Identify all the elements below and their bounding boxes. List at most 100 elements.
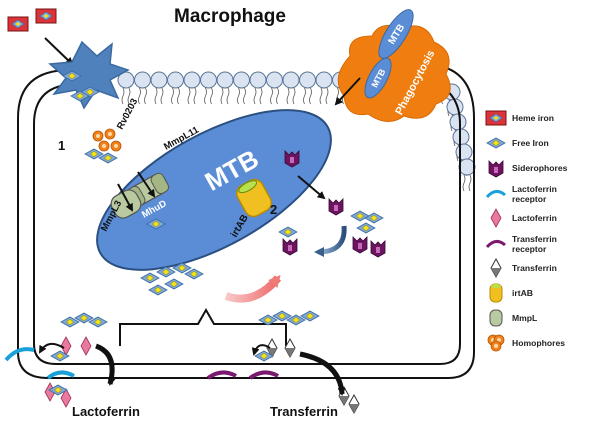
irtab-transporter bbox=[235, 178, 273, 218]
bracket bbox=[119, 307, 287, 346]
transferrin-caption: Transferrin bbox=[270, 404, 338, 419]
page-title: Macrophage bbox=[174, 6, 286, 27]
membrane-tail bbox=[121, 87, 125, 105]
free-iron-icon bbox=[172, 262, 192, 274]
free-iron-icon bbox=[486, 137, 506, 149]
membrane-bead bbox=[455, 143, 473, 161]
membrane-tail bbox=[309, 87, 312, 105]
membrane-bead bbox=[299, 71, 316, 89]
free-iron-icon bbox=[350, 210, 370, 222]
membrane-tail bbox=[171, 87, 174, 105]
legend-label: MmpL bbox=[512, 313, 537, 323]
free-iron-icon bbox=[146, 218, 166, 230]
siderophore-iron-cluster bbox=[350, 210, 386, 258]
membrane-tail bbox=[253, 87, 257, 105]
membrane-tail bbox=[303, 87, 306, 105]
free-iron-icon bbox=[356, 222, 376, 234]
legend-item: Free Iron bbox=[486, 137, 549, 149]
mmpl-import-arrow-1 bbox=[137, 171, 156, 198]
heme-entry-arrow bbox=[44, 37, 74, 66]
free-iron-icon bbox=[74, 312, 94, 324]
transferrin-icon bbox=[284, 337, 296, 359]
legend-item: irtAB bbox=[489, 283, 533, 303]
free-iron-icon bbox=[98, 152, 118, 164]
membrane-bead bbox=[266, 71, 283, 89]
membrane-bead bbox=[458, 158, 476, 176]
homophore-icon bbox=[110, 140, 122, 152]
membrane-tail bbox=[210, 87, 213, 105]
siderophore-icon bbox=[282, 238, 298, 256]
siderophore-iron-complex bbox=[278, 226, 298, 256]
mmpl-icon bbox=[489, 309, 503, 327]
free-iron-icon bbox=[300, 310, 320, 322]
free-iron-icon bbox=[88, 316, 108, 328]
homophore-icon bbox=[92, 130, 104, 142]
legend-label: irtAB bbox=[512, 288, 533, 298]
membrane-tail bbox=[237, 87, 240, 105]
transferrin-icon bbox=[490, 257, 502, 279]
free-iron-pool bbox=[140, 262, 204, 296]
legend-label: Homophores bbox=[512, 338, 565, 348]
transferrin-receptor-membrane bbox=[248, 370, 279, 380]
free-iron-icon bbox=[148, 284, 168, 296]
membrane-bead bbox=[249, 71, 267, 89]
mtb-bacillus-small-1: MTB bbox=[378, 9, 414, 59]
mtb-bacillus-small-2: MTB bbox=[364, 57, 392, 99]
free-iron-icon bbox=[48, 384, 68, 396]
lactoferrin-receptor-icon bbox=[485, 190, 506, 199]
membrane-bead bbox=[200, 71, 217, 89]
membrane-tail bbox=[187, 87, 191, 105]
step-2-label: 2 bbox=[270, 202, 277, 217]
heme-iron-icon bbox=[485, 110, 507, 126]
membrane-tail bbox=[127, 87, 131, 105]
membrane-tail bbox=[160, 87, 164, 105]
membrane-tail bbox=[319, 87, 323, 105]
free-iron-icon bbox=[184, 268, 204, 280]
free-iron-icon bbox=[258, 314, 278, 326]
iron-uptake-arrow bbox=[224, 274, 282, 303]
membrane-bead bbox=[150, 71, 168, 89]
lactoferrin-receptor-membrane bbox=[46, 370, 75, 380]
lactoferrin-receptor-membrane bbox=[4, 347, 35, 362]
homophore-star bbox=[48, 40, 130, 110]
lactoferrin-icon bbox=[60, 388, 72, 408]
legend-item: MmpL bbox=[489, 309, 537, 327]
free-iron-icon bbox=[254, 350, 274, 362]
membrane-tail bbox=[325, 87, 329, 105]
membrane-bead bbox=[282, 71, 300, 89]
transferrin-uptake-group bbox=[206, 337, 360, 415]
membrane-tail bbox=[144, 87, 147, 105]
membrane-tail bbox=[220, 87, 224, 105]
lactoferrin-caption: Lactoferrin bbox=[72, 404, 140, 419]
homophore-icon bbox=[98, 140, 110, 152]
siderophore-icon bbox=[352, 236, 368, 254]
legend-item: Transferrin bbox=[490, 257, 557, 279]
heme-complex-outside bbox=[7, 8, 74, 66]
legend-item: Lactoferrin bbox=[490, 208, 557, 228]
legend-item: Siderophores bbox=[488, 160, 568, 178]
siderophore-icon bbox=[328, 198, 344, 216]
membrane-tail bbox=[462, 174, 466, 192]
membrane-bead bbox=[134, 71, 151, 89]
mmpl-import-arrow-2 bbox=[117, 183, 133, 212]
transferrin-icon bbox=[348, 393, 360, 415]
siderophore-icon bbox=[488, 160, 504, 178]
free-iron-icon bbox=[164, 278, 184, 290]
lactoferrin-uptake-group bbox=[4, 336, 116, 408]
legend-label: Lactoferrin bbox=[512, 213, 557, 223]
membrane-tail bbox=[138, 87, 141, 105]
membrane-tail bbox=[286, 87, 290, 105]
siderophore-export-arrow bbox=[297, 175, 326, 200]
membrane-tail bbox=[259, 87, 263, 105]
transferrin-entry-arrow bbox=[251, 344, 271, 356]
phagocytosis-arrow bbox=[334, 77, 361, 106]
siderophore-icon bbox=[284, 150, 300, 168]
membrane-bead bbox=[449, 113, 467, 131]
membrane-tail bbox=[226, 87, 230, 105]
